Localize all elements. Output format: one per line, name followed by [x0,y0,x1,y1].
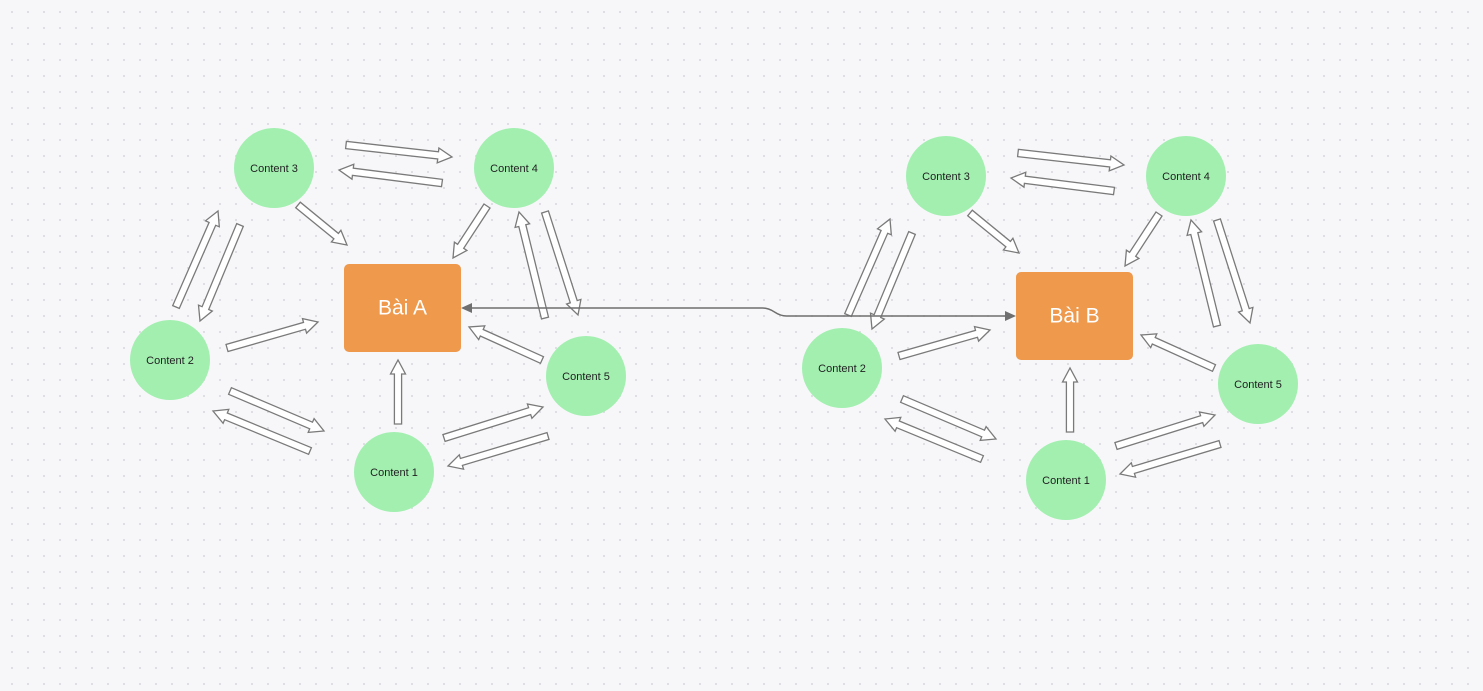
content-node-2[interactable] [802,328,882,408]
block-arrow[interactable] [467,325,545,365]
content-label: Content 4 [490,163,538,175]
connector-layer [461,303,1016,321]
block-arrow[interactable] [540,210,582,317]
cluster-a-arrows [171,140,582,471]
block-arrow[interactable] [1212,218,1254,325]
block-arrow[interactable] [1118,439,1222,479]
block-arrow[interactable] [966,209,1021,254]
block-arrow[interactable] [897,325,992,361]
block-arrow[interactable] [1139,333,1217,373]
article-label: Bài A [378,297,427,320]
article-label: Bài B [1049,305,1099,328]
cluster-b: Bài B Content 1 Content 2 Content 3 Content … [802,136,1298,520]
block-arrow[interactable] [514,210,550,320]
cluster-a: Bài A Content 1 Content 2 Content 3 Content … [130,128,626,512]
block-arrow[interactable] [1016,148,1126,172]
block-arrow[interactable] [843,217,893,318]
content-label: Content 2 [818,363,866,375]
block-arrow[interactable] [389,358,407,425]
content-label: Content 5 [1234,379,1282,391]
content-node-4[interactable] [1146,136,1226,216]
article-node-a[interactable] [344,264,461,352]
block-arrow[interactable] [211,408,313,456]
content-node-1[interactable] [1026,440,1106,520]
block-arrow[interactable] [225,317,320,353]
block-arrow[interactable] [337,163,444,188]
block-arrow[interactable] [1124,211,1163,268]
content-label: Content 3 [922,171,970,183]
content-node-4[interactable] [474,128,554,208]
content-label: Content 1 [1042,475,1090,487]
block-arrow[interactable] [1061,366,1079,433]
block-arrow[interactable] [171,209,221,310]
block-arrow[interactable] [1186,218,1222,328]
block-arrow[interactable] [869,230,917,331]
cluster-b-arrows [843,148,1254,479]
connector-arrowhead-left [461,303,472,313]
content-label: Content 1 [370,467,418,479]
content-label: Content 4 [1162,171,1210,183]
block-arrow[interactable] [442,403,545,443]
block-arrow[interactable] [227,386,326,434]
content-label: Content 2 [146,355,194,367]
block-arrow[interactable] [1114,411,1217,451]
nodes-layer: Bài A Content 1 Content 2 Content 3 Content … [130,128,1298,520]
block-arrow[interactable] [344,140,454,164]
block-arrow[interactable] [883,416,985,464]
content-node-2[interactable] [130,320,210,400]
block-arrow[interactable] [294,201,349,246]
block-arrow[interactable] [1009,171,1116,196]
content-label: Content 5 [562,371,610,383]
content-label: Content 3 [250,163,298,175]
article-node-b[interactable] [1016,272,1133,360]
block-arrow[interactable] [899,394,998,442]
connector-line[interactable] [471,307,1006,317]
content-node-1[interactable] [354,432,434,512]
block-arrow[interactable] [452,203,491,260]
content-node-5[interactable] [546,336,626,416]
content-node-3[interactable] [906,136,986,216]
block-arrow[interactable] [197,222,245,323]
block-arrow[interactable] [446,431,550,471]
connector-arrowhead-right [1005,311,1016,321]
content-node-3[interactable] [234,128,314,208]
block-arrows-layer [171,140,1254,479]
content-node-5[interactable] [1218,344,1298,424]
